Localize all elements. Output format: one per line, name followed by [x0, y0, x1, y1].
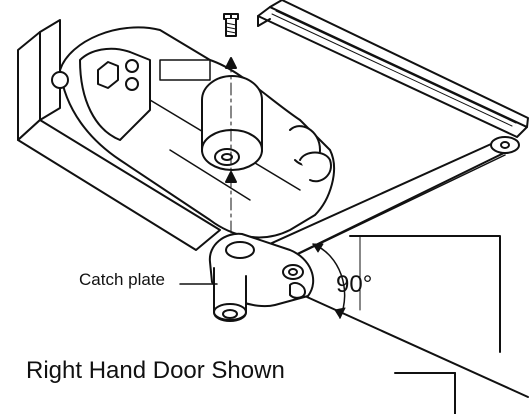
diagram-caption: Right Hand Door Shown — [26, 357, 285, 384]
track-arm — [257, 0, 529, 138]
mounting-plate — [17, 19, 221, 251]
screw-icon — [223, 13, 239, 37]
angle-indicator — [312, 243, 346, 319]
door-edge — [306, 235, 529, 414]
closer-body — [51, 26, 335, 239]
catch-plate-label: Catch plate — [79, 270, 165, 289]
catch-plate — [208, 232, 315, 322]
angle-label: 90° — [336, 271, 373, 298]
arrow-icon — [225, 171, 237, 183]
arrow-icon — [225, 57, 237, 69]
